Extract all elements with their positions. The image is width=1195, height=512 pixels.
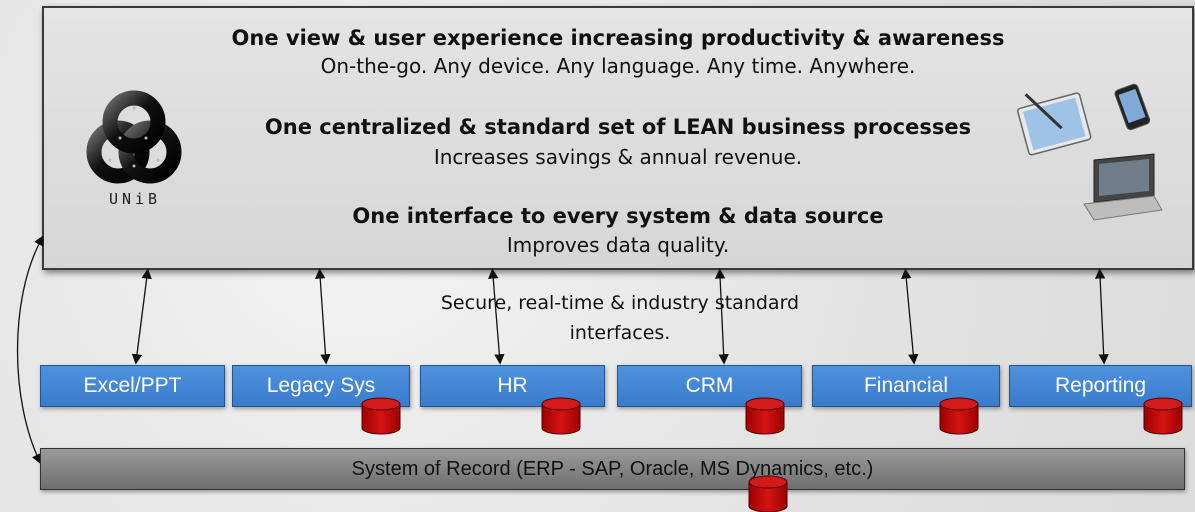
arrow-excel bbox=[131, 268, 152, 365]
device-illustration bbox=[1014, 78, 1164, 228]
system-label: Excel/PPT bbox=[83, 374, 182, 397]
knot-logo-icon bbox=[86, 90, 182, 184]
arrow-hr bbox=[488, 268, 505, 365]
arrow-financial bbox=[901, 268, 919, 365]
database-icon bbox=[361, 397, 401, 435]
arrow-reporting bbox=[1094, 268, 1109, 365]
database-icon bbox=[748, 475, 788, 512]
headline-one-view: One view & user experience increasing pr… bbox=[231, 26, 1005, 50]
database-icon bbox=[745, 397, 785, 435]
interfaces-caption: Secure, real-time & industry standard in… bbox=[395, 288, 845, 348]
system-label: Reporting bbox=[1054, 374, 1147, 397]
system-label: HR bbox=[497, 374, 528, 397]
headline-one-interface: One interface to every system & data sou… bbox=[352, 204, 884, 228]
arrow-record-loop bbox=[16, 235, 44, 465]
system-box-excel: Excel/PPT bbox=[40, 365, 225, 407]
subline-on-the-go: On-the-go. Any device. Any language. Any… bbox=[320, 54, 916, 78]
system-of-record-label: System of Record (ERP - SAP, Oracle, MS … bbox=[351, 458, 874, 480]
headline-lean-processes: One centralized & standard set of LEAN b… bbox=[264, 115, 972, 139]
database-icon bbox=[541, 397, 581, 435]
laptop-icon bbox=[1083, 153, 1163, 221]
caption-line-2: interfaces. bbox=[569, 322, 671, 344]
system-label: CRM bbox=[685, 374, 734, 397]
subline-data-quality: Improves data quality. bbox=[506, 233, 730, 257]
caption-line-1: Secure, real-time & industry standard bbox=[440, 292, 800, 314]
unib-summary-panel: One view & user experience increasing pr… bbox=[42, 6, 1194, 270]
subline-savings: Increases savings & annual revenue. bbox=[433, 145, 803, 169]
arrow-crm bbox=[714, 268, 729, 365]
arrow-legacy bbox=[314, 268, 331, 365]
unib-logo: UNiB bbox=[80, 80, 190, 210]
logo-wordmark: UNiB bbox=[108, 190, 162, 208]
phone-icon bbox=[1114, 83, 1151, 131]
database-icon bbox=[1143, 397, 1183, 435]
system-label: Financial bbox=[863, 374, 949, 397]
system-label: Legacy Sys bbox=[266, 374, 376, 397]
system-of-record-bar: System of Record (ERP - SAP, Oracle, MS … bbox=[40, 448, 1185, 490]
tablet-icon bbox=[1017, 92, 1092, 156]
database-icon bbox=[939, 397, 979, 435]
